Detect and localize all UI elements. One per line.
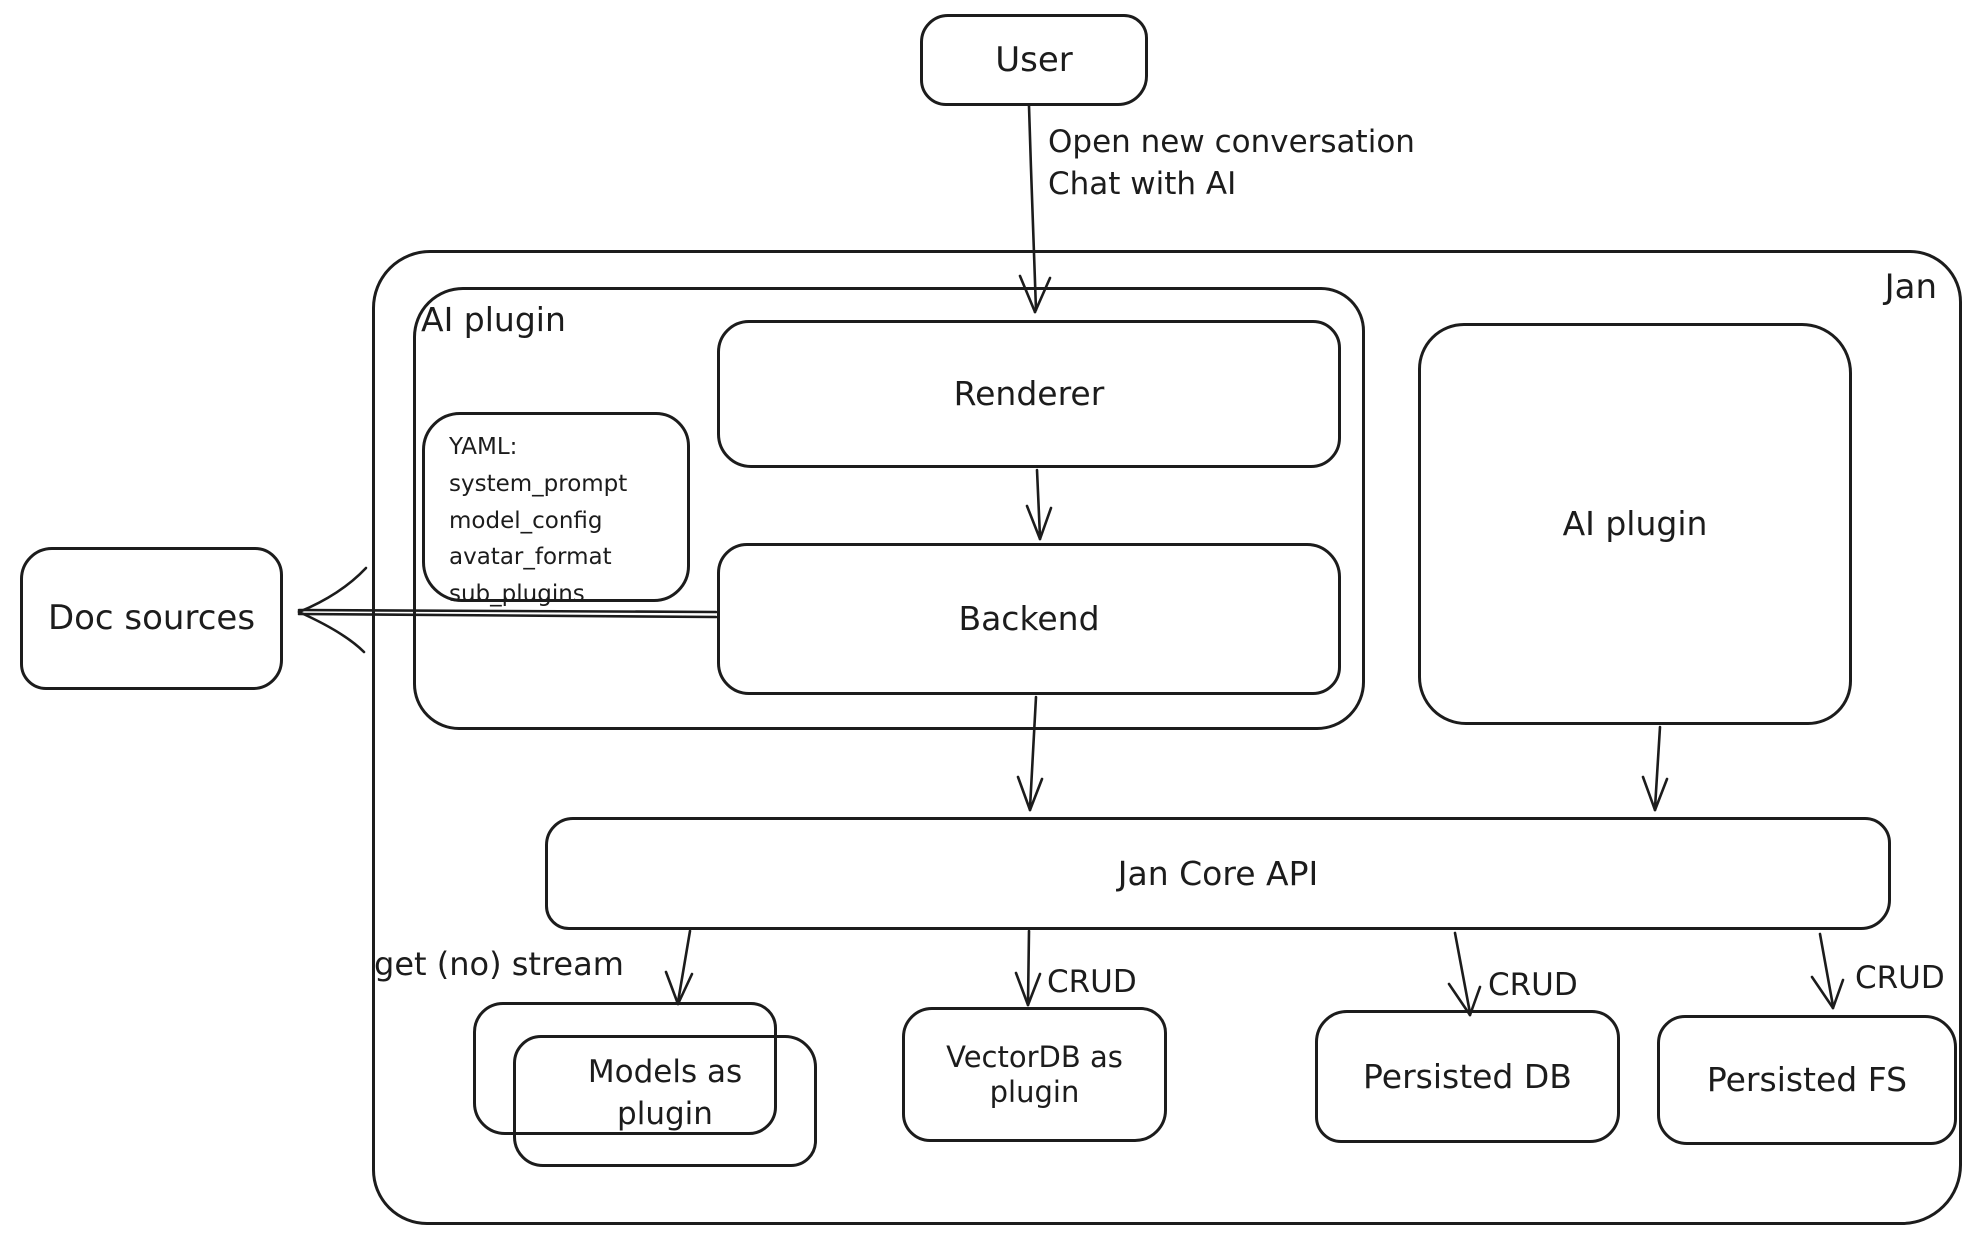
persisted-db-node: Persisted DB: [1315, 1010, 1620, 1143]
crud-persisted-db-label: CRUD: [1488, 967, 1578, 1003]
yaml-title: YAML:: [449, 434, 518, 460]
user-node: User: [920, 14, 1148, 106]
user-to-renderer-edge-label: Open new conversation Chat with AI: [1048, 122, 1415, 206]
yaml-line: avatar_format: [449, 544, 612, 571]
ai-plugin-right-box: AI plugin: [1418, 323, 1852, 725]
edge-label-line: Open new conversation: [1048, 124, 1415, 160]
persisted-db-label: Persisted DB: [1363, 1056, 1572, 1096]
renderer-label: Renderer: [953, 374, 1105, 414]
crud-vectordb-label: CRUD: [1047, 964, 1137, 1000]
get-no-stream-label: get (no) stream: [374, 945, 624, 983]
jan-core-api-label: Jan Core API: [1117, 853, 1319, 893]
jan-label: Jan: [1884, 267, 1937, 307]
crud-persisted-fs-label: CRUD: [1855, 960, 1945, 996]
vectordb-as-plugin-node: VectorDB as plugin: [902, 1007, 1167, 1142]
jan-container-box: Jan: [372, 250, 1962, 1225]
yaml-line: system_prompt: [449, 470, 628, 497]
yaml-line: sub_plugins: [449, 581, 585, 608]
models-as-plugin-back-box: [473, 1002, 777, 1135]
ai-plugin-left-label: AI plugin: [421, 300, 566, 339]
doc-sources-label: Doc sources: [47, 598, 256, 639]
edge-label-line: Chat with AI: [1048, 165, 1237, 202]
user-label: User: [995, 39, 1073, 80]
models-as-plugin-node: [513, 1035, 817, 1167]
backend-label: Backend: [958, 599, 1100, 639]
ai-plugin-right-label: AI plugin: [1562, 504, 1708, 544]
models-as-plugin-label: Models as plugin: [587, 1054, 743, 1132]
ai-plugin-left-box: AI plugin: [413, 287, 1365, 730]
doc-sources-node: Doc sources: [20, 547, 283, 690]
backend-node: Backend: [717, 543, 1341, 695]
yaml-line: model_config: [449, 507, 603, 534]
jan-core-api-node: Jan Core API: [545, 817, 1891, 930]
persisted-fs-label: Persisted FS: [1706, 1060, 1908, 1100]
vectordb-as-plugin-label: VectorDB as plugin: [946, 1039, 1123, 1109]
yaml-note: YAML: system_prompt model_config avatar_…: [422, 412, 690, 607]
persisted-fs-node: Persisted FS: [1657, 1015, 1957, 1145]
renderer-node: Renderer: [717, 320, 1341, 468]
